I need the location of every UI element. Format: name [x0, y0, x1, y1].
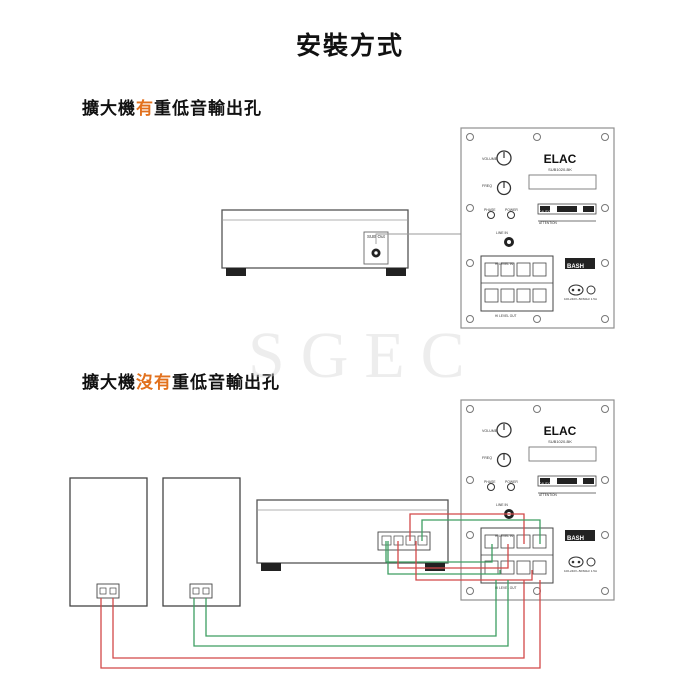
voltage-label: 100-240V~50/60Hz 1.5A: [564, 569, 597, 573]
heading-highlight: 沒有: [136, 373, 172, 393]
caution-label: CAUTION: [539, 482, 554, 486]
freq-label: FREQ: [482, 184, 492, 188]
page-title: 安裝方式: [295, 31, 404, 60]
heading-highlight: 有: [136, 99, 154, 119]
volume-label: VOLUME: [482, 157, 498, 161]
heading-prefix: 擴大機: [82, 373, 136, 393]
voltage-label: 100-240V~50/60Hz 1.5A: [564, 297, 597, 301]
brand-logo: ELAC: [544, 152, 577, 166]
hi-level-out-label: HI LEVEL OUT: [495, 586, 517, 590]
hi-level-out-label: HI LEVEL OUT: [495, 314, 517, 318]
model-label: SUB1020-BK: [548, 167, 572, 172]
caution-label: CAUTION: [539, 210, 554, 214]
brand-logo: ELAC: [544, 424, 577, 438]
phase-label: PHASE: [484, 480, 496, 484]
power-label: POWER: [505, 480, 518, 484]
section-heading-with-sub-out: 擴大機有重低音輸出孔: [82, 94, 262, 119]
freq-label: FREQ: [482, 456, 492, 460]
phase-label: PHASE: [484, 208, 496, 212]
wiring-amp-to-sub: [385, 513, 541, 581]
bash-badge: BASH: [567, 264, 584, 270]
left-speaker: [69, 477, 148, 607]
heading-suffix: 重低音輸出孔: [154, 99, 262, 119]
amplifier-without-sub-out: [256, 499, 449, 571]
heading-suffix: 重低音輸出孔: [172, 373, 280, 393]
hi-level-in-label: HI LEVEL IN: [495, 262, 514, 266]
bash-badge: BASH: [567, 536, 584, 542]
line-in-label: LINE IN: [496, 231, 508, 235]
section-heading-without-sub-out: 擴大機沒有重低音輸出孔: [82, 368, 280, 393]
amplifier-with-sub-out: SUB Out: [221, 209, 409, 276]
heading-prefix: 擴大機: [82, 99, 136, 119]
model-label: SUB1020-BK: [548, 439, 572, 444]
subwoofer-rear-panel-2: ELAC SUB1020-BK VOLUME FREQ PHASE POWER …: [460, 399, 615, 601]
attention-label: ATTENTION: [539, 493, 558, 497]
hi-level-in-label: HI LEVEL IN: [495, 534, 514, 538]
attention-label: ATTENTION: [539, 221, 558, 225]
subwoofer-rear-panel-1: ELAC SUB1020-BK VOLUME FREQ PHASE POWER …: [460, 127, 615, 329]
watermark: SGEC: [248, 319, 481, 392]
volume-label: VOLUME: [482, 429, 498, 433]
line-in-label: LINE IN: [496, 503, 508, 507]
wiring-sub-to-speakers: [100, 580, 541, 669]
power-label: POWER: [505, 208, 518, 212]
right-speaker: [162, 477, 241, 607]
